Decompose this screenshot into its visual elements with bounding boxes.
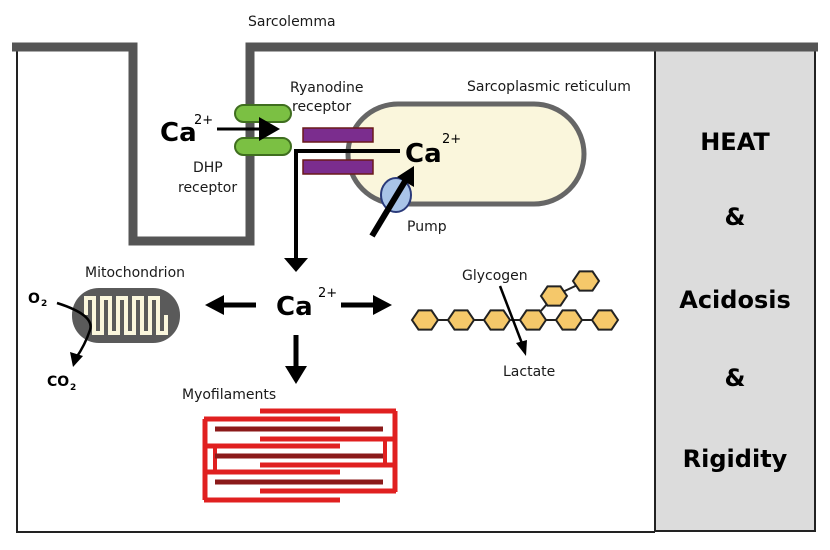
glucose-unit	[410, 309, 440, 331]
sarcolemma-label: Sarcolemma	[248, 14, 336, 30]
dhp-label-line1: DHP	[193, 160, 223, 176]
dhp-receptor-bottom	[234, 137, 292, 156]
ryanodine-receptor-bottom	[302, 159, 374, 175]
side-item-acidosis: Acidosis	[679, 286, 791, 314]
oxygen-to-co2-arrow	[56, 301, 92, 359]
glucose-unit	[554, 309, 584, 331]
ryanodine-label-line1: Ryanodine	[290, 80, 364, 96]
dhp-receptor-top	[234, 104, 292, 123]
sarcoplasmic-reticulum-label: Sarcoplasmic reticulum	[467, 79, 631, 95]
side-item-rigidity: Rigidity	[683, 445, 788, 473]
glucose-unit	[571, 270, 601, 292]
calcium-release-arrowhead	[284, 258, 308, 272]
arrow-to-glycogen-head	[373, 295, 392, 315]
mitochondrion-cristae	[84, 296, 168, 335]
glucose-unit	[482, 309, 512, 331]
calcium-extracellular-charge: 2+	[194, 113, 213, 128]
glycogen-label: Glycogen	[462, 268, 528, 284]
cell-boundary	[16, 48, 655, 533]
calcium-cytosolic-charge: 2+	[318, 286, 337, 301]
myofilaments	[202, 408, 398, 503]
calcium-cytosolic: Ca	[276, 292, 313, 322]
sarcolemma-membrane	[12, 42, 818, 246]
dhp-label-line2: receptor	[178, 180, 237, 196]
calcium-release-path	[294, 149, 400, 262]
glucose-unit	[446, 309, 476, 331]
glucose-unit	[590, 309, 620, 331]
glucose-unit	[518, 309, 548, 331]
calcium-sr: Ca	[405, 139, 442, 169]
glycogen-to-lactate-arrow	[498, 285, 525, 347]
arrow-to-mitochondrion-head	[205, 295, 224, 315]
side-panel	[654, 48, 816, 532]
oxygen-subscript: 2	[41, 299, 47, 309]
pump-arrow	[369, 176, 410, 238]
calcium-sr-charge: 2+	[442, 132, 461, 147]
glycogen-to-lactate-arrowhead	[516, 340, 527, 356]
pump-arrowhead	[397, 166, 414, 187]
myofilaments-label: Myofilaments	[182, 387, 276, 403]
glucose-unit	[539, 285, 569, 307]
lactate-label: Lactate	[503, 364, 555, 380]
calcium-extracellular: Ca	[160, 118, 197, 148]
side-item-heat: HEAT	[700, 128, 770, 156]
co2-label: CO	[47, 374, 69, 390]
side-item-and-2: &	[725, 364, 746, 392]
co2-subscript: 2	[70, 383, 76, 393]
oxygen-label: O	[28, 291, 40, 307]
pump-label: Pump	[407, 219, 447, 235]
ryanodine-label-line2: receptor	[292, 99, 351, 115]
side-item-and-1: &	[725, 203, 746, 231]
glycogen-chain	[410, 270, 620, 331]
oxygen-to-co2-arrowhead	[70, 352, 83, 367]
arrow-to-myofilaments-head	[285, 366, 307, 384]
ryanodine-receptor-top	[302, 127, 374, 143]
mitochondrion-label: Mitochondrion	[85, 265, 185, 281]
